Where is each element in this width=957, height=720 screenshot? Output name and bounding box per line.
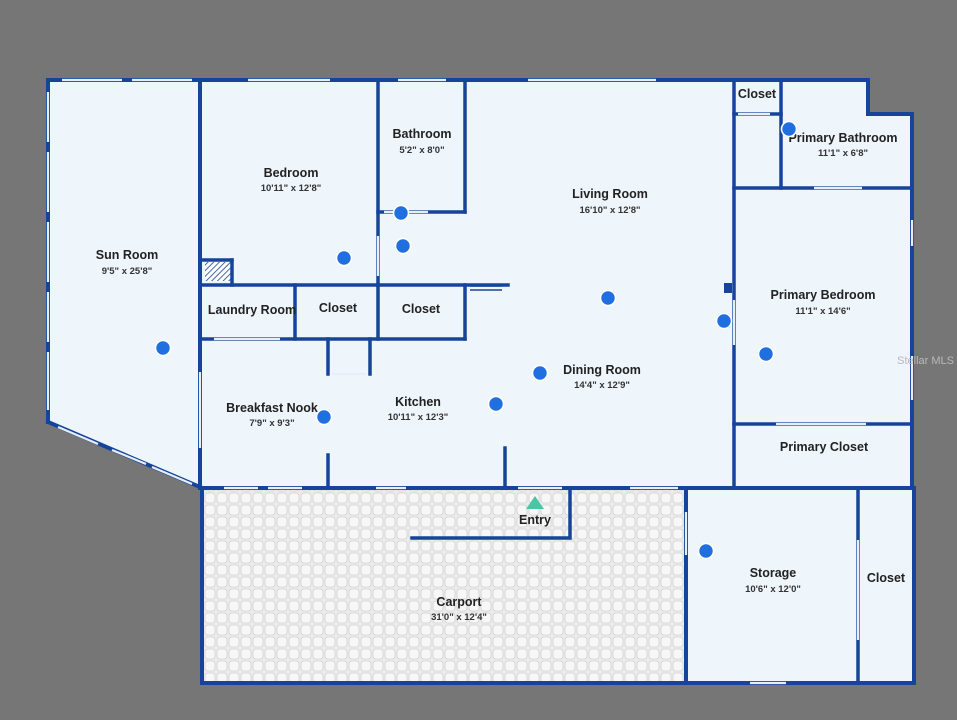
closet-top-name: Closet	[738, 87, 777, 101]
kitchen-dims: 10'11" x 12'3"	[388, 412, 449, 423]
storage-dims: 10'6" x 12'0"	[745, 584, 801, 595]
storage-name: Storage	[750, 566, 797, 580]
panorama-point[interactable]	[392, 204, 410, 222]
entry-marker-icon[interactable]	[526, 496, 544, 509]
panorama-point[interactable]	[715, 312, 733, 330]
living-room-dims: 16'10" x 12'8"	[579, 205, 640, 216]
sun-room-dims: 9'5" x 25'8"	[102, 266, 153, 277]
panorama-point[interactable]	[335, 249, 353, 267]
watermark: Stellar MLS	[897, 355, 954, 367]
panorama-point[interactable]	[487, 395, 505, 413]
carport-floor	[202, 490, 686, 683]
dining-room-dims: 14'4" x 12'9"	[574, 380, 630, 391]
kitchen-name: Kitchen	[395, 395, 441, 409]
panorama-point[interactable]	[531, 364, 549, 382]
panorama-point[interactable]	[780, 120, 798, 138]
laundry-room-name: Laundry Room	[208, 303, 296, 317]
breakfast-nook-name: Breakfast Nook	[226, 401, 318, 415]
breakfast-nook-dims: 7'9" x 9'3"	[249, 418, 294, 429]
panorama-point[interactable]	[599, 289, 617, 307]
carport-name: Carport	[436, 595, 482, 609]
closet-storage-name: Closet	[867, 571, 906, 585]
bedroom-dims: 10'11" x 12'8"	[261, 183, 322, 194]
primary-bedroom-name: Primary Bedroom	[771, 288, 876, 302]
windows	[46, 78, 914, 685]
closet-b-name: Closet	[402, 302, 441, 316]
primary-bathroom-name: Primary Bathroom	[788, 131, 897, 145]
panorama-hotspots	[154, 120, 798, 560]
laundry-hatch	[205, 262, 231, 281]
primary-closet-name: Primary Closet	[780, 440, 869, 454]
carport-dims: 31'0" x 12'4"	[431, 612, 487, 623]
panorama-point[interactable]	[154, 339, 172, 357]
sun-room-name: Sun Room	[96, 248, 159, 262]
primary-bathroom-dims: 11'1" x 6'8"	[818, 148, 868, 159]
panorama-point[interactable]	[757, 345, 775, 363]
dining-room-name: Dining Room	[563, 363, 641, 377]
bathroom-name: Bathroom	[392, 127, 451, 141]
room-labels: Sun Room 9'5" x 25'8" Bedroom 10'11" x 1…	[96, 87, 906, 623]
panorama-point[interactable]	[315, 408, 333, 426]
entry-name: Entry	[519, 513, 551, 527]
panorama-point[interactable]	[394, 237, 412, 255]
bathroom-dims: 5'2" x 8'0"	[399, 145, 444, 156]
primary-bedroom-dims: 11'1" x 14'6"	[795, 306, 850, 317]
closet-a-name: Closet	[319, 301, 358, 315]
storage-floor	[688, 490, 914, 683]
living-room-name: Living Room	[572, 187, 648, 201]
panorama-point[interactable]	[697, 542, 715, 560]
bedroom-name: Bedroom	[264, 166, 319, 180]
